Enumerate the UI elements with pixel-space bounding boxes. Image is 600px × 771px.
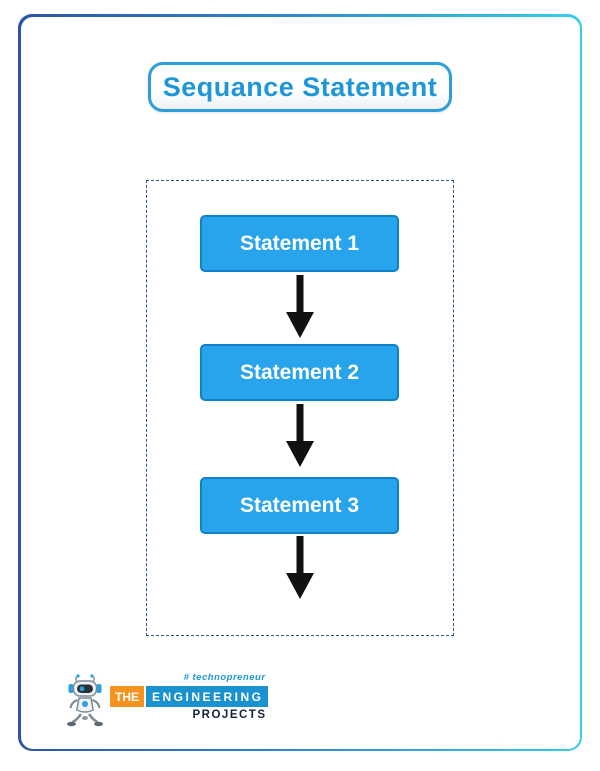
- brand-logo-text: # technopreneur THE ENGINEERING PROJECTS: [110, 672, 268, 721]
- brand-tagline: # technopreneur: [183, 672, 266, 683]
- flow-container: [146, 180, 454, 636]
- brand-wordmark: THE ENGINEERING: [110, 686, 268, 707]
- arrow-down-icon: [286, 404, 314, 467]
- statement-1-label: Statement 1: [239, 231, 360, 255]
- arrow-down-icon: [286, 275, 314, 338]
- statement-box-3: Statement 3: [200, 477, 399, 534]
- page-title: Sequance Statement: [148, 62, 452, 112]
- brand-word-engineering: ENGINEERING: [146, 686, 268, 707]
- statement-3-label: Statement 3: [239, 493, 360, 517]
- brand-logo: # technopreneur THE ENGINEERING PROJECTS: [62, 672, 268, 728]
- robot-icon: [67, 674, 103, 727]
- brand-word-projects: PROJECTS: [192, 709, 267, 721]
- statement-box-1: Statement 1: [200, 215, 399, 272]
- arrow-down-icon: [286, 536, 314, 599]
- brand-word-the: THE: [110, 686, 144, 707]
- statement-2-label: Statement 2: [239, 360, 360, 384]
- statement-box-2: Statement 2: [200, 344, 399, 401]
- page-title-label: Sequance Statement: [162, 71, 438, 102]
